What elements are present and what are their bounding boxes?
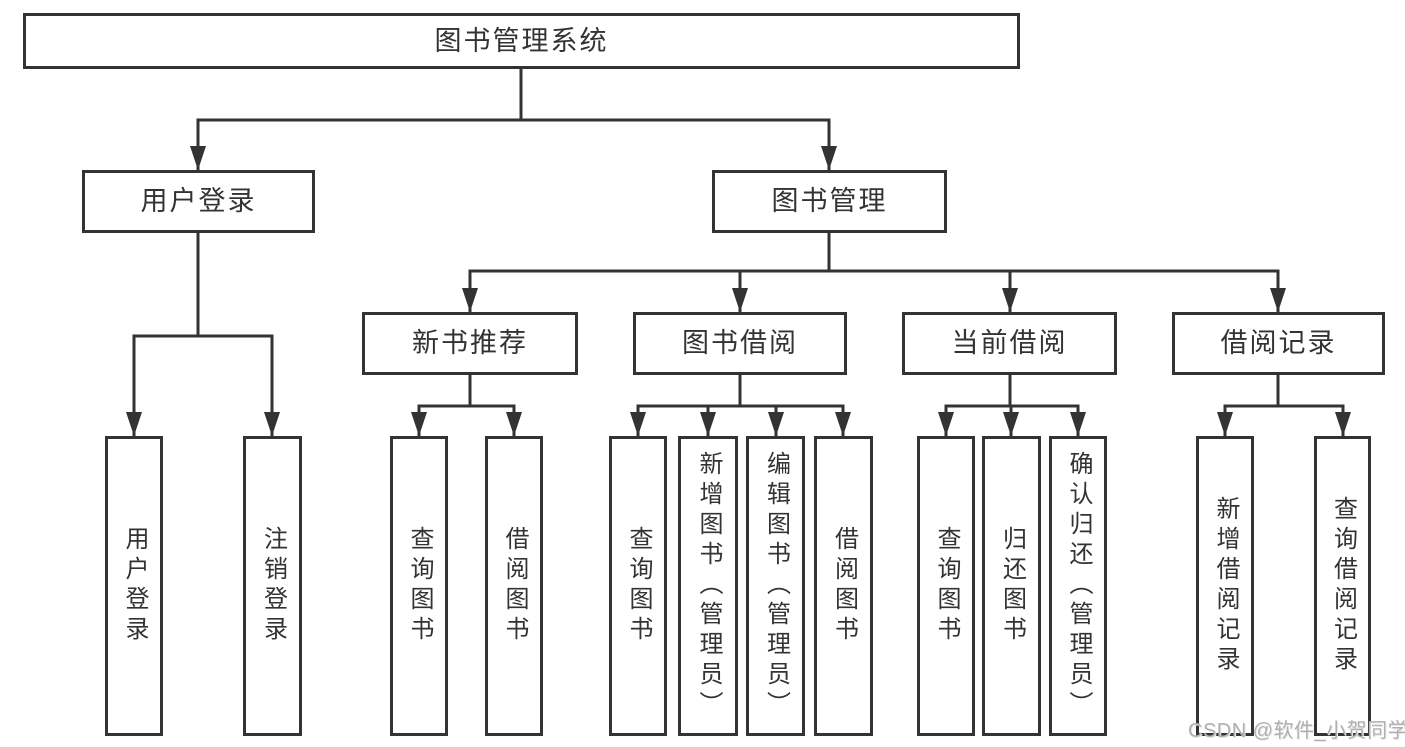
connector-line — [468, 269, 829, 312]
arrowhead-icon — [1003, 412, 1019, 436]
node-leaf-add-books-admin: 新增图书（管理员） — [678, 436, 738, 736]
arrowhead-icon — [700, 412, 716, 436]
arrowhead-icon — [1070, 412, 1086, 436]
node-new-book-recommend-label: 新书推荐 — [412, 328, 528, 358]
node-borrow-records-label: 借阅记录 — [1220, 328, 1337, 358]
node-root-label: 图书管理系统 — [434, 25, 609, 56]
connector-line — [1009, 404, 1013, 436]
arrowhead-icon — [411, 412, 427, 436]
node-leaf-query-books-3-label: 查询图书 — [933, 526, 960, 646]
arrowhead-icon — [1335, 412, 1351, 436]
arrowhead-icon — [1270, 288, 1286, 312]
connector-line — [132, 334, 198, 436]
node-leaf-add-books-admin-label: 新增图书（管理员） — [695, 451, 722, 721]
node-leaf-query-borrow-rec-label: 查询借阅记录 — [1329, 496, 1357, 676]
node-leaf-logout-label: 注销登录 — [259, 526, 287, 646]
node-leaf-query-borrow-rec: 查询借阅记录 — [1314, 436, 1371, 736]
arrowhead-icon — [264, 412, 280, 436]
arrowhead-icon — [462, 288, 478, 312]
arrowhead-icon — [630, 412, 646, 436]
node-leaf-confirm-return-label: 确认归还（管理员） — [1065, 451, 1092, 721]
node-leaf-query-books-2-label: 查询图书 — [625, 526, 652, 646]
arrowhead-icon — [732, 288, 748, 312]
node-current-borrow-label: 当前借阅 — [951, 328, 1068, 358]
node-current-borrow: 当前借阅 — [902, 312, 1117, 375]
connector-line — [1278, 404, 1345, 436]
arrowhead-icon — [821, 146, 837, 170]
node-leaf-query-books-1-label: 查询图书 — [406, 526, 433, 646]
arrowhead-icon — [1217, 412, 1233, 436]
arrowhead-icon — [126, 412, 142, 436]
node-leaf-user-login: 用户登录 — [105, 436, 163, 736]
node-borrow-records: 借阅记录 — [1172, 312, 1385, 375]
connector-line — [636, 404, 740, 436]
node-leaf-return-books: 归还图书 — [982, 436, 1041, 736]
node-leaf-user-login-label: 用户登录 — [121, 526, 148, 646]
arrowhead-icon — [768, 412, 784, 436]
arrowhead-icon — [190, 146, 206, 170]
connector-line — [1010, 404, 1080, 436]
node-book-borrow-label: 图书借阅 — [682, 328, 798, 358]
node-leaf-borrow-books-1: 借阅图书 — [485, 436, 543, 736]
node-leaf-edit-books-admin: 编辑图书（管理员） — [746, 436, 805, 736]
node-leaf-add-borrow-rec-label: 新增借阅记录 — [1212, 496, 1239, 676]
arrowhead-icon — [1002, 288, 1018, 312]
node-leaf-logout: 注销登录 — [243, 436, 302, 736]
arrowhead-icon — [506, 412, 522, 436]
node-leaf-confirm-return: 确认归还（管理员） — [1049, 436, 1107, 736]
connector-line — [196, 118, 521, 170]
connector-line — [1223, 404, 1278, 436]
node-leaf-borrow-books-1-label: 借阅图书 — [501, 526, 528, 646]
connector-line — [417, 404, 470, 436]
connector-line — [944, 404, 1010, 436]
node-new-book-recommend: 新书推荐 — [362, 312, 578, 375]
node-leaf-add-borrow-rec: 新增借阅记录 — [1196, 436, 1254, 736]
node-book-borrow: 图书借阅 — [633, 312, 847, 375]
arrowhead-icon — [938, 412, 954, 436]
arrowhead-icon — [835, 412, 851, 436]
connector-line — [521, 118, 831, 170]
node-user-login-branch: 用户登录 — [82, 170, 315, 233]
connector-line — [470, 404, 516, 436]
node-leaf-query-books-1: 查询图书 — [390, 436, 448, 736]
node-book-management-label: 图书管理 — [771, 186, 888, 216]
connector-line — [829, 269, 1280, 312]
csdn-watermark: CSDN @软件_小贺同学 — [1188, 720, 1405, 742]
node-leaf-edit-books-admin-label: 编辑图书（管理员） — [762, 451, 790, 721]
node-leaf-return-books-label: 归还图书 — [998, 526, 1026, 646]
connector-line — [740, 404, 845, 436]
node-leaf-borrow-books-2: 借阅图书 — [814, 436, 873, 736]
node-leaf-borrow-books-2-label: 借阅图书 — [830, 526, 858, 646]
node-book-management: 图书管理 — [712, 170, 947, 233]
node-leaf-query-books-3: 查询图书 — [917, 436, 975, 736]
connector-line — [198, 334, 274, 436]
node-root: 图书管理系统 — [23, 13, 1020, 69]
connector-line — [706, 404, 740, 436]
node-leaf-query-books-2: 查询图书 — [609, 436, 667, 736]
connector-line — [738, 269, 829, 312]
connector-line — [740, 404, 778, 436]
node-user-login-branch-label: 用户登录 — [140, 186, 257, 216]
connector-line — [829, 269, 1012, 312]
